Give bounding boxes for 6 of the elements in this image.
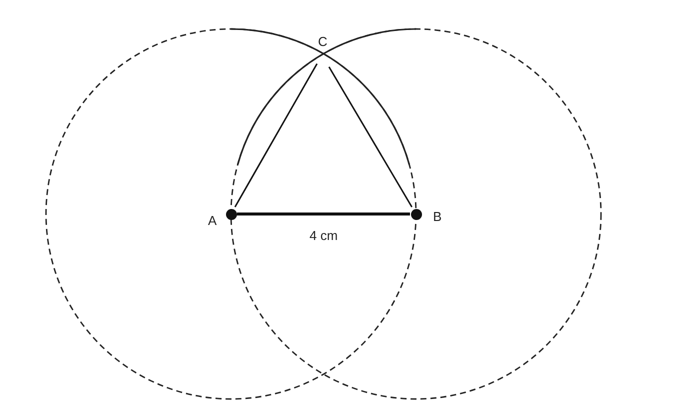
line-segment [237,212,410,216]
point-label: A [208,213,217,228]
point-label: B [433,209,442,224]
line-segment [328,66,412,208]
point-label: C [318,34,328,49]
line-segment [234,63,318,208]
